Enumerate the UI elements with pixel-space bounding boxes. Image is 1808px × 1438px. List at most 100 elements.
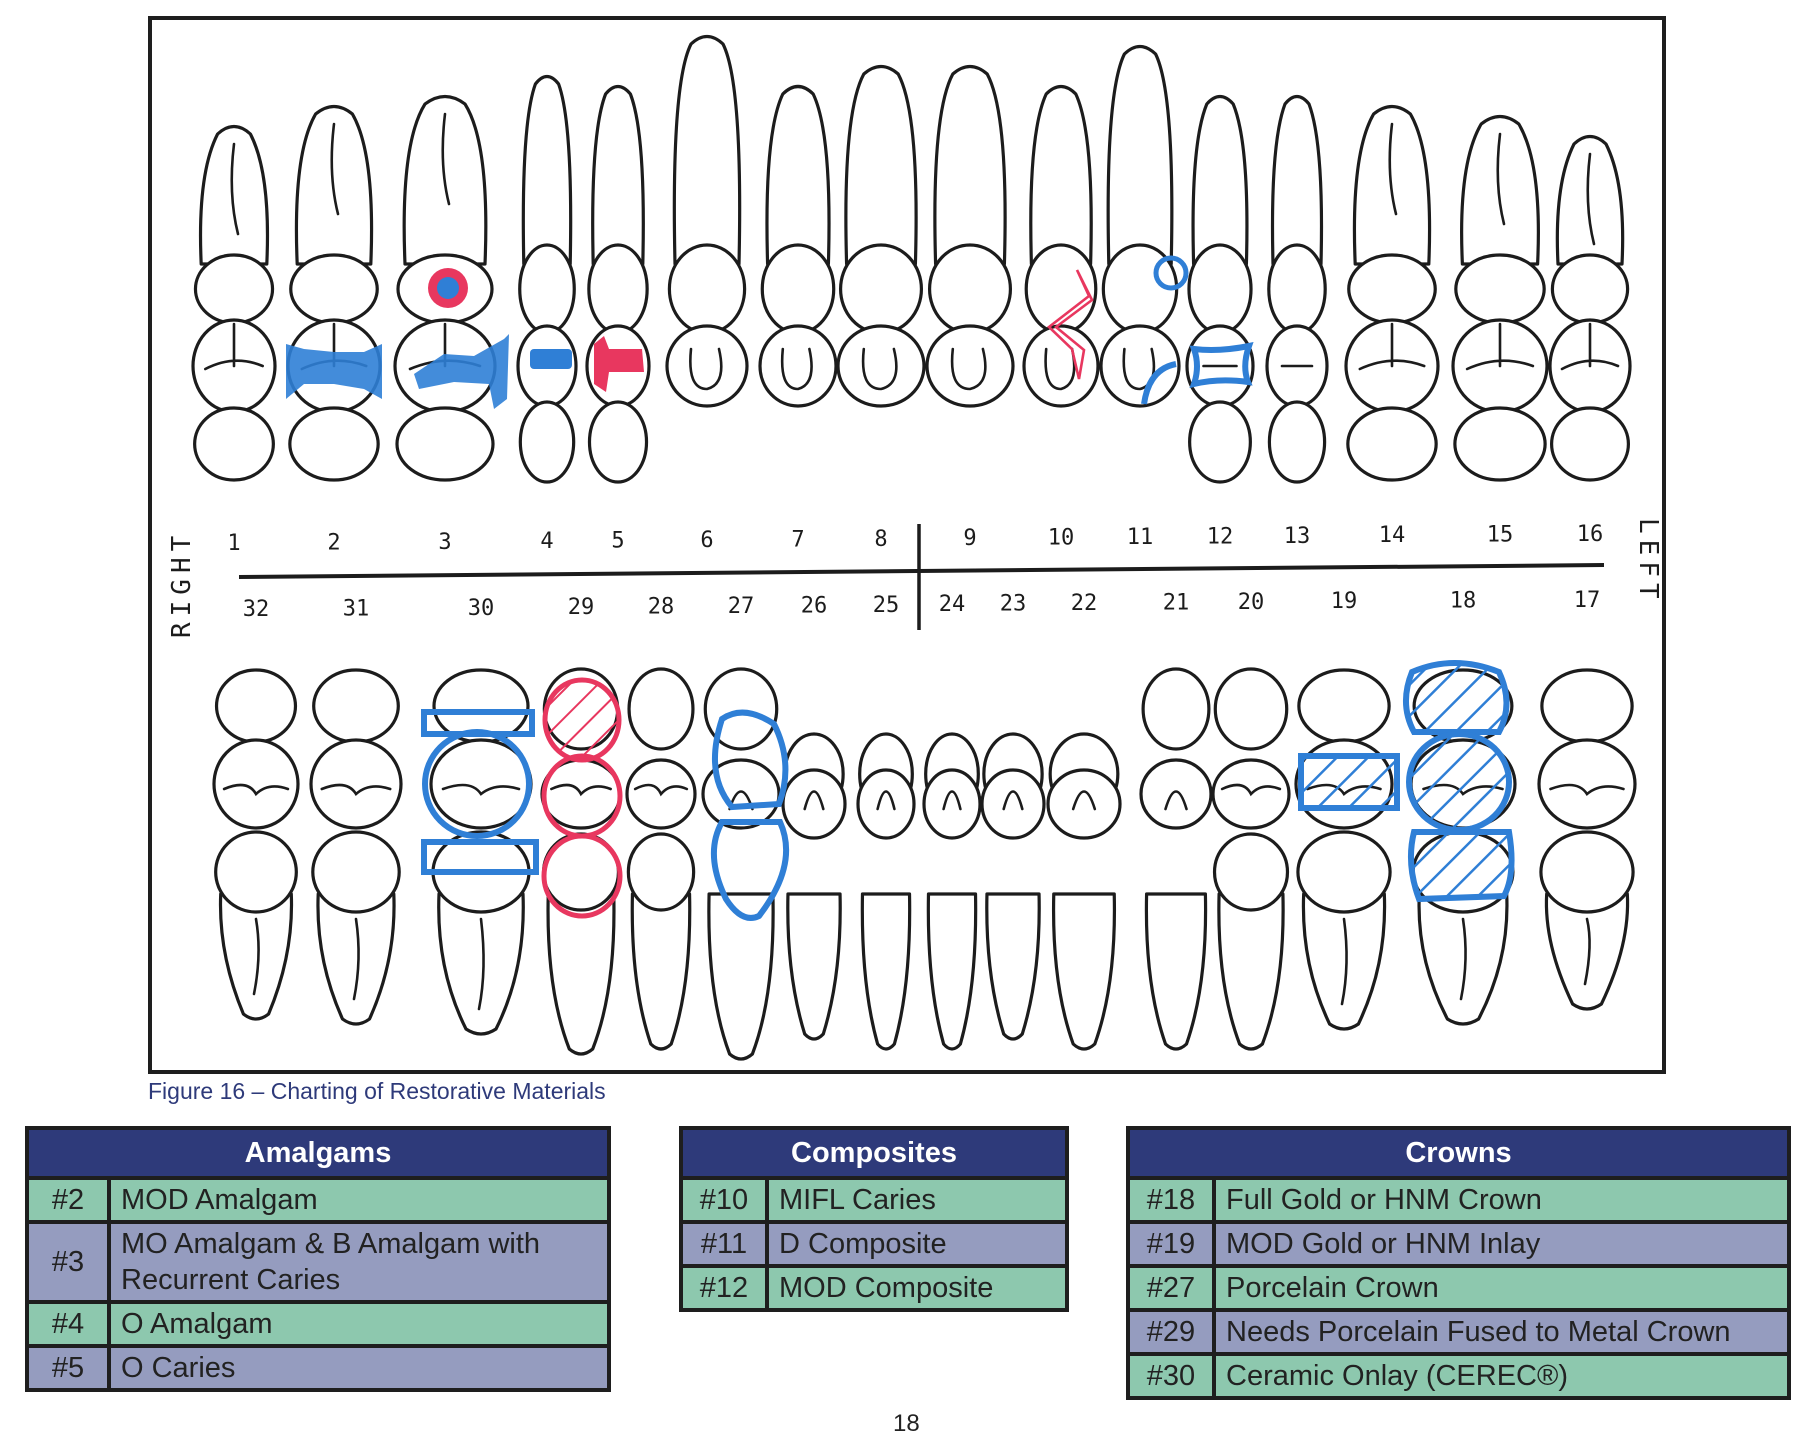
restoration-18-crown-buccal <box>1402 660 1510 735</box>
tooth-number-lower: 24 <box>939 592 966 617</box>
upper-tooth <box>1185 94 1255 484</box>
upper-tooth <box>286 104 382 482</box>
restoration-description-cell: MOD Composite <box>765 1264 1069 1312</box>
tooth-number-upper: 3 <box>438 530 451 555</box>
restoration-markings <box>286 255 1515 921</box>
restoration-30-onlay-lingual <box>421 839 539 875</box>
restoration-18-crown-occlusal <box>1406 731 1512 833</box>
lower-tooth <box>429 668 533 1036</box>
restoration-18-crown-lingual <box>1408 829 1515 903</box>
restoration-29-pfm-facial <box>542 677 622 763</box>
restoration-19-mod-inlay <box>1298 753 1400 811</box>
lower-tooth <box>856 732 916 1051</box>
upper-tooth <box>836 64 926 408</box>
restoration-27-porcelain-lingual <box>711 819 790 921</box>
restoration-description-cell: MO Amalgam & B Amalgam with Recurrent Ca… <box>107 1220 611 1304</box>
restoration-29-pfm-lingual <box>541 833 623 919</box>
tooth-number-cell: #19 <box>1126 1220 1216 1268</box>
restoration-10-mifl-caries <box>1047 269 1094 380</box>
restoration-description-cell: Needs Porcelain Fused to Metal Crown <box>1212 1308 1791 1356</box>
lower-tooth <box>625 667 697 1051</box>
tooth-number-cell: #18 <box>1126 1176 1216 1224</box>
tooth-number-upper: 15 <box>1487 523 1514 548</box>
tooth-number-lower: 23 <box>1000 592 1027 617</box>
tooth-number-cell: #11 <box>679 1220 769 1268</box>
restoration-12-mod-composite <box>1189 342 1254 389</box>
restoration-3-mo-amalgam <box>414 334 509 409</box>
tooth-number-lower: 25 <box>873 593 900 618</box>
side-label-left: LEFT <box>1633 518 1662 605</box>
composites-table-title: Composites <box>679 1126 1069 1180</box>
tooth-number-upper: 11 <box>1127 525 1154 550</box>
lower-tooth <box>1294 668 1394 1031</box>
upper-tooth <box>1344 104 1440 482</box>
tooth-number-lower: 26 <box>801 593 828 618</box>
tooth-number-lower: 28 <box>648 595 675 620</box>
tooth-number-lower: 18 <box>1450 589 1477 614</box>
restoration-30-onlay-occlusal <box>422 729 532 839</box>
tooth-number-upper: 13 <box>1284 524 1311 549</box>
restoration-11-d-composite-lingual <box>1141 361 1177 405</box>
tooth-number-lower: 30 <box>468 596 495 621</box>
upper-tooth <box>758 84 838 408</box>
page-number: 18 <box>893 1410 920 1437</box>
tooth-number-upper: 1 <box>227 531 240 556</box>
figure-caption: Figure 16 – Charting of Restorative Mate… <box>148 1078 606 1104</box>
tooth-number-lower: 21 <box>1163 590 1190 615</box>
upper-arch <box>191 34 1632 484</box>
lower-tooth <box>701 667 781 1061</box>
tooth-number-upper: 14 <box>1379 523 1406 548</box>
tooth-number-cell: #27 <box>1126 1264 1216 1312</box>
restoration-description-cell: O Amalgam <box>107 1300 611 1348</box>
restoration-4-o-amalgam <box>530 349 572 369</box>
restoration-description-cell: MIFL Caries <box>765 1176 1069 1224</box>
upper-tooth <box>1451 114 1549 482</box>
restoration-5-o-caries <box>594 336 644 392</box>
restoration-description-cell: Ceramic Onlay (CEREC®) <box>1212 1352 1791 1400</box>
upper-tooth <box>665 34 749 408</box>
upper-tooth <box>1548 134 1632 482</box>
tooth-number-cell: #4 <box>25 1300 111 1348</box>
tooth-number-cell: #3 <box>25 1220 111 1304</box>
tooth-number-cell: #5 <box>25 1344 111 1392</box>
lower-tooth <box>1211 667 1291 1051</box>
lower-tooth <box>980 732 1046 1041</box>
tooth-number-lower: 27 <box>728 594 755 619</box>
tooth-number-lower: 22 <box>1071 591 1098 616</box>
restoration-description-cell: Porcelain Crown <box>1212 1264 1791 1312</box>
tooth-number-cell: #10 <box>679 1176 769 1224</box>
tooth-number-cell: #30 <box>1126 1352 1216 1400</box>
tooth-number-lower: 31 <box>343 596 370 621</box>
lower-tooth <box>1046 732 1122 1051</box>
restoration-description-cell: Full Gold or HNM Crown <box>1212 1176 1791 1224</box>
tooth-number-upper: 16 <box>1577 522 1604 547</box>
tooth-number-cell: #29 <box>1126 1308 1216 1356</box>
tooth-number-upper: 7 <box>791 527 804 552</box>
restoration-2-mod-amalgam <box>286 344 382 399</box>
amalgams-table-title: Amalgams <box>25 1126 611 1180</box>
upper-tooth <box>585 84 651 484</box>
tooth-number-upper: 9 <box>963 526 976 551</box>
tooth-number-cell: #2 <box>25 1176 111 1224</box>
tooth-number-lower: 32 <box>243 597 270 622</box>
upper-tooth <box>1265 94 1329 484</box>
upper-tooth <box>925 64 1015 408</box>
restoration-description-cell: D Composite <box>765 1220 1069 1268</box>
restoration-3-buccal-amalgam <box>437 277 459 299</box>
